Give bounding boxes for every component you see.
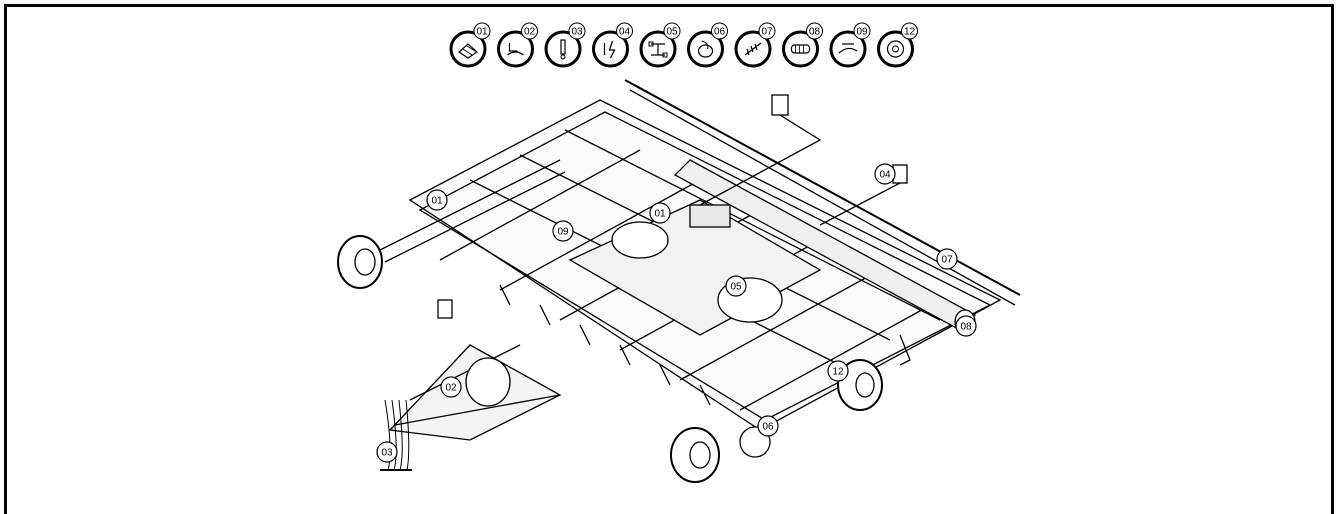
callout-number: 12: [832, 367, 844, 378]
legend-number: 09: [856, 27, 868, 38]
legend-item-04: 04: [592, 22, 633, 68]
hydraulic-circuit-icon: [648, 41, 668, 58]
legend-item-05: 05: [639, 22, 681, 68]
rolling-basket-icon: [790, 44, 811, 54]
callout-number: 03: [381, 448, 393, 459]
callout-09: 09: [552, 220, 574, 242]
callout-number: 08: [960, 322, 972, 333]
implement-drawing: [337, 79, 1021, 483]
callout-08: 08: [955, 315, 977, 337]
hydraulic-cylinder-icon: [560, 39, 566, 60]
callout-06: 06: [757, 415, 779, 437]
shank-row: [499, 284, 911, 406]
callout-04: 04: [874, 163, 896, 185]
front-disc-gang: [379, 159, 566, 263]
legend-item-09: 09: [829, 22, 871, 68]
callout-03: 03: [376, 441, 398, 463]
wheel-hub-icon: [886, 40, 905, 58]
callout-number: 05: [730, 282, 742, 293]
light-post-left: [699, 94, 822, 206]
callout-07: 07: [936, 248, 958, 270]
legend-item-07: 07: [734, 22, 776, 68]
callout-number: 06: [762, 422, 774, 433]
left-gauge-wheel: [337, 235, 383, 289]
electrical-icon: [603, 40, 616, 59]
callout-layer: 01 01 02 03 04 05 06 07 08 09 12: [376, 163, 977, 463]
callout-number: 02: [445, 383, 457, 394]
callout-number: 04: [879, 170, 891, 181]
callout-02: 02: [440, 376, 462, 398]
legend-item-02: 02: [497, 22, 538, 68]
hitch-icon: [507, 43, 524, 56]
legend-item-12: 12: [877, 22, 918, 68]
callout-05: 05: [725, 275, 747, 297]
callout-01: 01: [426, 189, 448, 211]
legend-number: 03: [571, 27, 583, 38]
light-post-right: [819, 164, 908, 226]
icon-legend: 01 02 03 04 05 06 07 08 09 12: [449, 22, 918, 68]
legend-number: 04: [619, 27, 631, 38]
legend-number: 01: [476, 27, 488, 38]
transport-wheel-rear: [837, 359, 883, 411]
transport-wheel-front: [670, 427, 720, 483]
callout-number: 09: [557, 227, 569, 238]
legend-number: 12: [904, 27, 916, 38]
disc-gang-icon: [697, 40, 714, 58]
legend-item-06: 06: [687, 22, 728, 68]
legend-item-08: 08: [782, 22, 823, 68]
frame-icon: [458, 43, 478, 59]
legend-number: 06: [714, 27, 726, 38]
legend-number: 02: [524, 27, 536, 38]
callout-number: 07: [941, 255, 953, 266]
callout-number: 01: [654, 209, 666, 220]
shank-icon: [838, 43, 858, 54]
harrow-icon: [744, 42, 762, 56]
legend-item-03: 03: [544, 22, 586, 68]
legend-number: 07: [761, 27, 773, 38]
legend-number: 08: [809, 27, 821, 38]
center-section: [568, 199, 822, 336]
hitch-tongue: [388, 344, 562, 441]
legend-item-01: 01: [449, 22, 491, 68]
warning-sign: [437, 299, 453, 319]
callout-number: 01: [431, 196, 443, 207]
hydraulic-hoses: [380, 399, 412, 471]
legend-number: 05: [666, 27, 678, 38]
callout-12: 12: [827, 360, 849, 382]
diagram-frame: [4, 4, 1334, 514]
callout-01: 01: [649, 202, 671, 224]
